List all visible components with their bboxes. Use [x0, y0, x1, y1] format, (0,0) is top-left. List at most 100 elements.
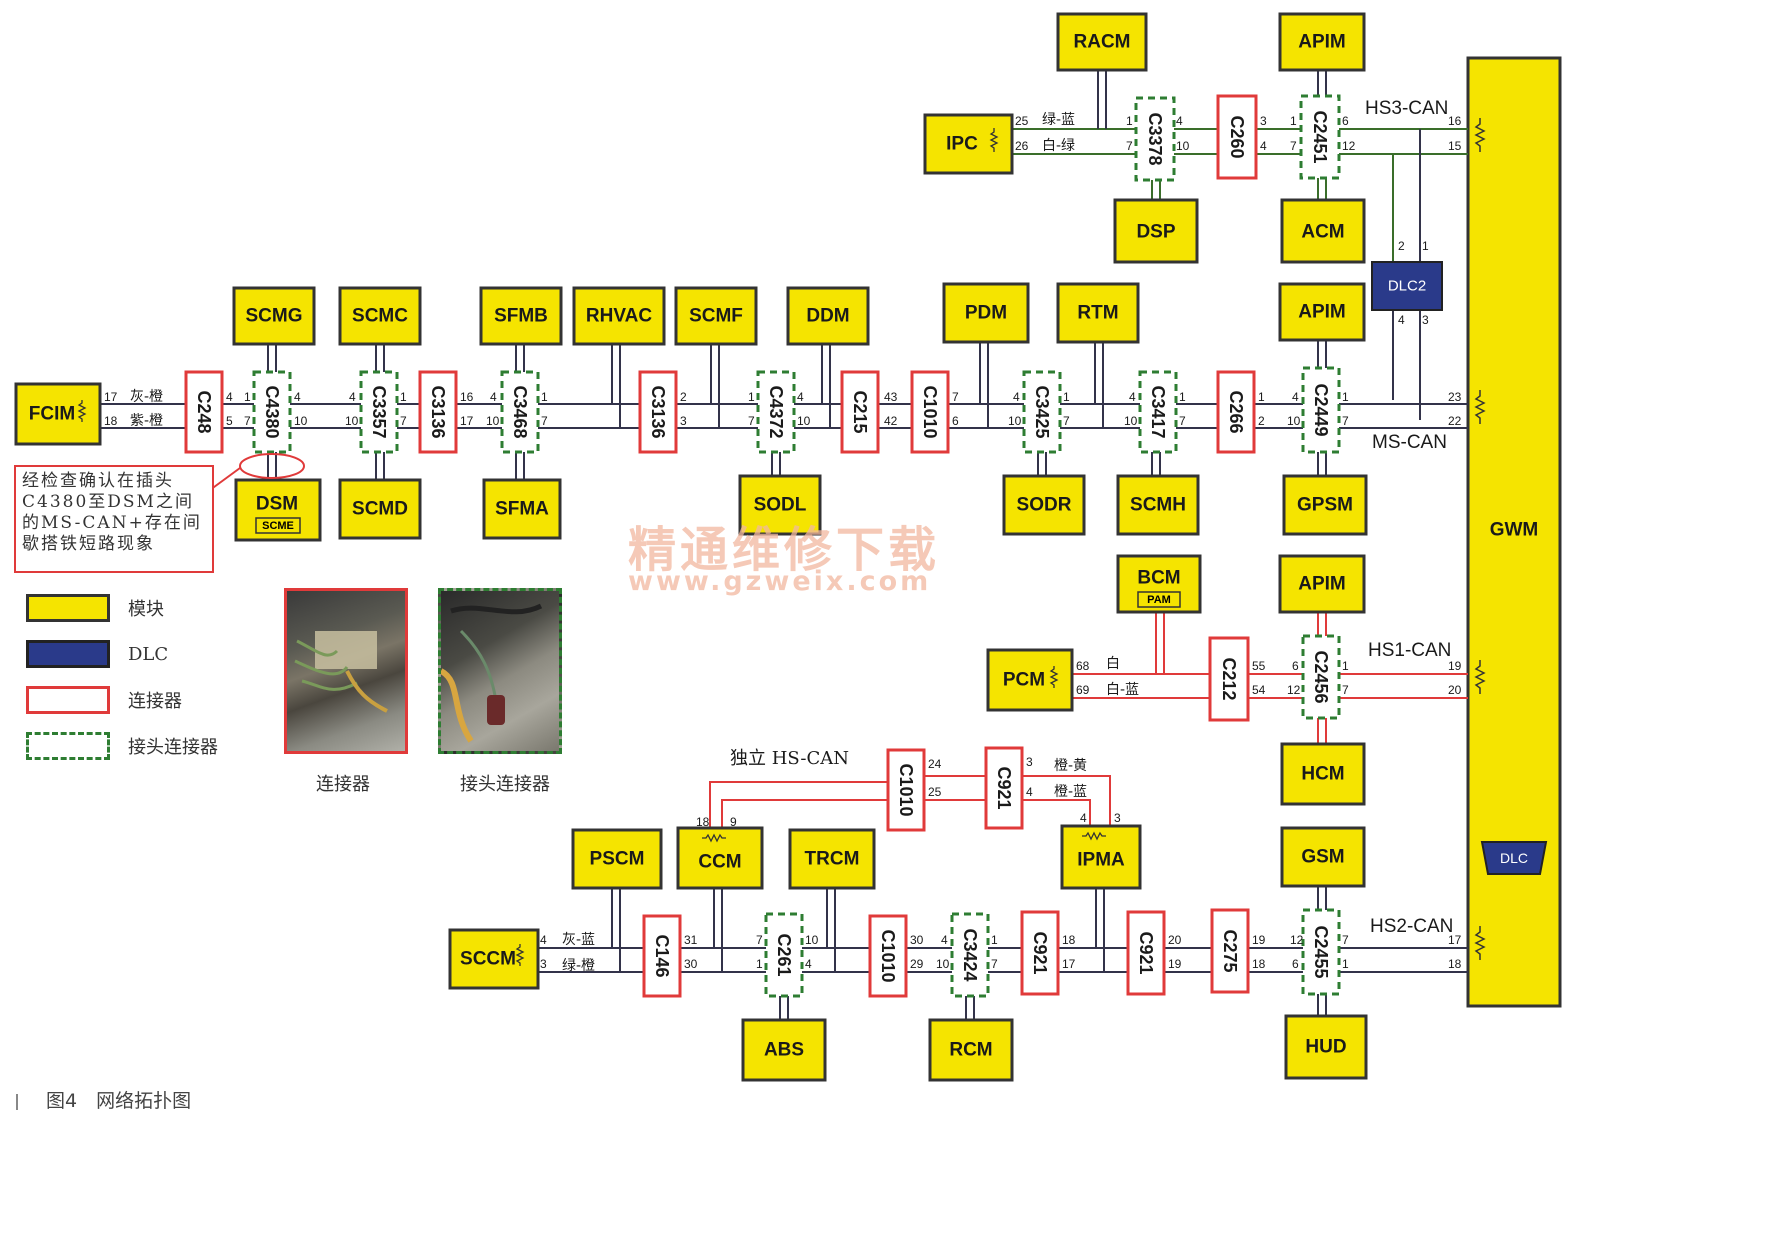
dsm-module[interactable]: DSM SCME — [234, 478, 322, 542]
ccm-module[interactable]: CCM — [676, 826, 764, 890]
scmd-module[interactable]: SCMD — [338, 478, 422, 540]
dsp-label: DSP — [1136, 222, 1175, 243]
ipc-module[interactable]: IPC — [923, 113, 1014, 175]
pin-label: 16 — [460, 390, 474, 404]
sfma-module[interactable]: SFMA — [482, 478, 562, 540]
c266-connector[interactable]: C266 — [1216, 370, 1256, 454]
c2451-splice[interactable]: C2451 — [1299, 94, 1341, 180]
dsp-module[interactable]: DSP — [1113, 198, 1199, 264]
scmh-module[interactable]: SCMH — [1116, 474, 1200, 536]
pdm-module[interactable]: PDM — [942, 282, 1030, 344]
pin-label: 1 — [244, 390, 251, 404]
c3357-splice[interactable]: C3357 — [359, 370, 399, 454]
acm-module[interactable]: ACM — [1280, 198, 1366, 264]
pin-label: 42 — [884, 414, 898, 428]
pin-label: 4 — [1292, 390, 1299, 404]
c4380-splice[interactable]: C4380 — [252, 370, 292, 454]
figure-caption: 图4 网络拓扑图 — [16, 1086, 191, 1113]
c921a-connector[interactable]: C921 — [984, 746, 1024, 830]
legend-swatch-dlc — [26, 640, 110, 668]
c3425-splice[interactable]: C3425 — [1022, 370, 1062, 454]
bcm-module[interactable]: BCM PAM — [1116, 554, 1202, 614]
pcm-module[interactable]: PCM — [986, 648, 1074, 712]
scmg-label: SCMG — [246, 306, 303, 327]
apim-mid-module[interactable]: APIM — [1278, 282, 1366, 342]
pin-label: 3 — [1114, 811, 1121, 825]
abs-module[interactable]: ABS — [741, 1018, 827, 1082]
gpsm-module[interactable]: GPSM — [1282, 474, 1368, 536]
scmg-module[interactable]: SCMG — [232, 286, 316, 346]
pin-label: 6 — [952, 414, 959, 428]
pin-label: 4 — [294, 390, 301, 404]
fcim-module[interactable]: FCIM — [14, 382, 102, 446]
gsm-module[interactable]: GSM — [1280, 826, 1366, 888]
scme-sublabel: SCME — [262, 520, 294, 532]
c1010c-connector[interactable]: C1010 — [868, 914, 908, 998]
dlc2-module[interactable]: DLC2 — [1371, 261, 1443, 311]
c2449-splice[interactable]: C2449 — [1301, 366, 1341, 454]
racm-module[interactable]: RACM — [1056, 12, 1148, 72]
apim-hs1-module[interactable]: APIM — [1278, 554, 1366, 614]
ipma-module[interactable]: IPMA — [1060, 824, 1142, 890]
pin-label: 4 — [226, 390, 233, 404]
c2456-splice[interactable]: C2456 — [1301, 634, 1341, 720]
sodl-module[interactable]: SODL — [738, 474, 822, 536]
rtm-module[interactable]: RTM — [1056, 282, 1140, 344]
dlc-port[interactable]: DLC — [1480, 841, 1548, 875]
scmc-module[interactable]: SCMC — [338, 286, 422, 346]
c1010a-connector[interactable]: C1010 — [910, 370, 950, 454]
watermark-url: www.gzweix.com — [628, 566, 932, 597]
c3417-splice[interactable]: C3417 — [1138, 370, 1178, 454]
pin-label: 17 — [1062, 957, 1076, 971]
hcm-module[interactable]: HCM — [1280, 742, 1366, 806]
c3378-splice[interactable]: C3378 — [1134, 96, 1176, 182]
c3136b-connector[interactable]: C3136 — [638, 370, 678, 454]
pin-label: 18 — [1062, 933, 1076, 947]
pin-label: 4 — [540, 933, 547, 947]
apim-top-module[interactable]: APIM — [1278, 12, 1366, 72]
c3424-splice[interactable]: C3424 — [950, 912, 990, 998]
c4372-splice[interactable]: C4372 — [756, 370, 796, 454]
rhvac-module[interactable]: RHVAC — [572, 286, 666, 346]
sfmb-module[interactable]: SFMB — [479, 286, 563, 346]
fcim-label: FCIM — [29, 404, 75, 425]
c921a-label: C921 — [994, 766, 1014, 809]
c146-connector[interactable]: C146 — [642, 914, 682, 998]
rcm-module[interactable]: RCM — [928, 1018, 1014, 1082]
c921c-label: C921 — [1136, 931, 1156, 974]
pin-label: 7 — [952, 390, 959, 404]
sccm-module[interactable]: SCCM — [448, 928, 540, 990]
hud-label: HUD — [1305, 1037, 1346, 1058]
ddm-module[interactable]: DDM — [786, 286, 870, 346]
trcm-module[interactable]: TRCM — [788, 828, 876, 890]
hud-module[interactable]: HUD — [1284, 1014, 1368, 1080]
c3136a-connector[interactable]: C3136 — [418, 370, 458, 454]
pin-label: 19 — [1252, 933, 1266, 947]
pin-label: 17 — [1448, 933, 1462, 947]
pin-label: 22 — [1448, 414, 1462, 428]
pin-label: 1 — [1126, 114, 1133, 128]
pscm-module[interactable]: PSCM — [571, 828, 663, 890]
c260-connector[interactable]: C260 — [1216, 94, 1258, 180]
scmf-module[interactable]: SCMF — [674, 286, 758, 346]
wire-color-label: 绿-蓝 — [1042, 112, 1075, 128]
pin-label: 18 — [1252, 957, 1266, 971]
c212-connector[interactable]: C212 — [1208, 636, 1250, 722]
watermark-text: 精通维修下载 — [628, 522, 941, 578]
sodr-module[interactable]: SODR — [1002, 474, 1086, 536]
pin-label: 1 — [541, 390, 548, 404]
c1010b-connector[interactable]: C1010 — [886, 748, 926, 832]
c215-connector[interactable]: C215 — [840, 370, 880, 454]
c921c-connector[interactable]: C921 — [1126, 910, 1166, 996]
c248-connector[interactable]: C248 — [184, 370, 224, 454]
c921b-connector[interactable]: C921 — [1020, 910, 1060, 996]
pin-label: 5 — [226, 414, 233, 428]
c261-splice[interactable]: C261 — [764, 912, 804, 998]
scmh-label: SCMH — [1130, 495, 1186, 516]
hs3-can-wiring — [1012, 70, 1468, 420]
c3468-splice[interactable]: C3468 — [500, 370, 540, 454]
c275-connector[interactable]: C275 — [1210, 908, 1250, 994]
pin-label: 69 — [1076, 683, 1090, 697]
pin-label: 10 — [1008, 414, 1022, 428]
c2455-splice[interactable]: C2455 — [1301, 908, 1341, 996]
